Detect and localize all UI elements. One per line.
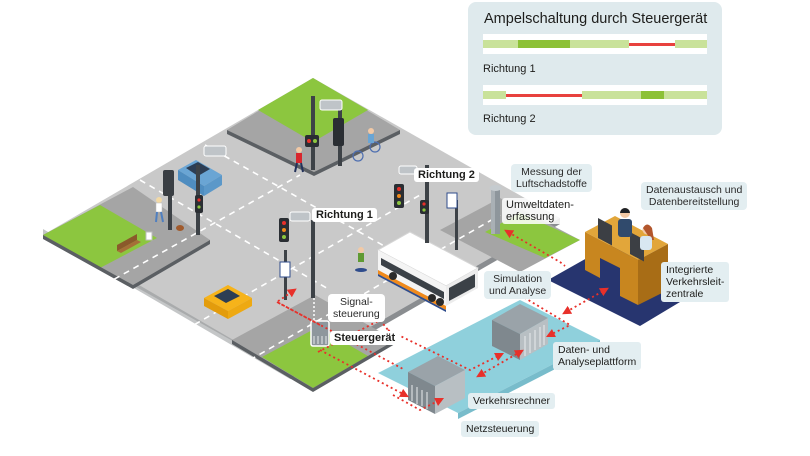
timing-phase-red [506,94,582,97]
environment-data-line2: erfassung [506,211,555,223]
analysis-platform-line1: Daten- und [558,344,610,356]
timing-phase-green-light [569,40,629,48]
air-measurement-line2: Luftschadstoffe [516,178,588,190]
environment-data-line1: Umweltdaten- [506,199,574,211]
control-center-line2: Verkehrsleit- [666,276,725,288]
analysis-platform-label: Daten- und Analyseplattform [553,342,642,370]
direction-2-label: Richtung 2 [483,113,536,125]
traffic-cameras [203,99,418,222]
signal-control-line1: Signal- [340,296,373,308]
air-measurement-line1: Messung der [521,166,582,178]
timing-phase-red [628,43,675,46]
bus-icon [376,231,480,312]
direction-1-label: Richtung 1 [483,63,536,75]
taxi-icon [204,285,252,319]
cyclist-icon [352,128,381,162]
timing-phase-green-dark [517,40,570,48]
data-exchange-line1: Datenaustausch und [646,184,743,196]
timing-panel-title: Ampelschaltung durch Steuergerät [484,11,708,27]
richtung-2-tag: Richtung 2 [414,168,479,182]
timing-phase-green-light [674,40,707,48]
bench-icon [117,231,153,253]
environment-data-label: Umweltdaten- erfassung [502,198,578,224]
signal-control-line2: steuerung [333,308,380,320]
richtung-1-tag: Richtung 1 [312,208,377,222]
speed-signs [279,192,458,278]
signal-control-bubble: Signal- steuerung [328,294,385,322]
controller-cabinet-icon [310,320,330,347]
data-exchange-bubble: Datenaustausch und Datenbereitstellung [641,182,748,210]
timing-phase-green-dark [640,91,664,99]
simulation-line2: und Analyse [489,285,547,297]
operators-icon [618,208,654,250]
signal-timing-panel: Ampelschaltung durch Steuergerät Richtun… [468,2,722,135]
control-center-line3: zentrale [666,288,704,300]
timing-phase-green-light [582,91,641,99]
direction-1-timing-bar [483,34,707,54]
control-center-line1: Integrierte [666,264,714,276]
direction-2-timing-bar [483,85,707,105]
pedestrians-icon [155,147,367,272]
simulation-line1: Simulation [493,273,543,285]
timing-phase-green-light [663,91,707,99]
timing-phase-green-light [483,91,507,99]
traffic-light-heads [163,118,429,242]
controller-label: Steuergerät [330,331,400,345]
air-quality-sensor-icon [489,185,502,234]
timing-phase-green-light [483,40,518,48]
data-flow-arrows [275,229,609,412]
air-measurement-bubble: Messung der Luftschadstoffe [511,164,593,192]
network-control-label: Netzsteuerung [461,421,540,437]
traffic-computer-label: Verkehrsrechner [468,393,556,409]
traffic-control-center-label: Integrierte Verkehrsleit- zentrale [661,262,730,302]
analysis-platform-line2: Analyseplattform [558,356,637,368]
simulation-bubble: Simulation und Analyse [484,271,552,299]
data-exchange-line2: Datenbereitstellung [648,196,740,208]
